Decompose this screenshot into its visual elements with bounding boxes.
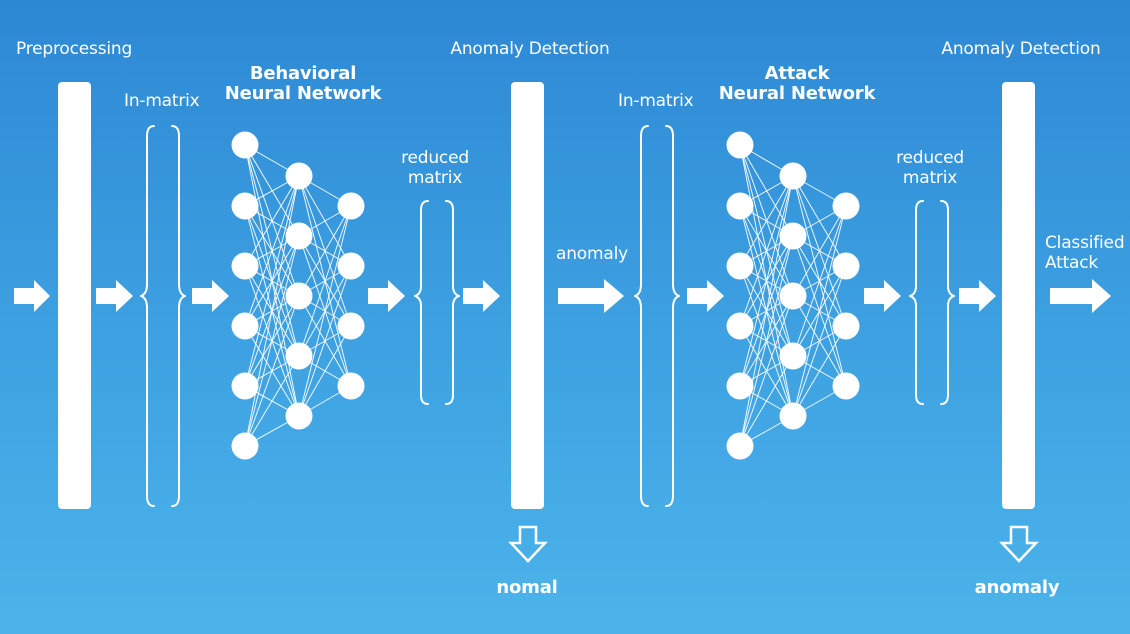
classified-attack-label: Classified Attack [1045, 233, 1125, 273]
nn-node [832, 252, 860, 280]
nn-node [285, 282, 313, 310]
nn-node [337, 372, 365, 400]
nn-node [285, 162, 313, 190]
nn-connection [739, 235, 794, 447]
nn-node [285, 402, 313, 430]
arrow-to-behavioral-nn [192, 280, 229, 312]
anomaly-detection-label-1: Anomaly Detection [450, 39, 610, 59]
attack-neural-network [726, 131, 860, 460]
preprocessing-label: Preprocessing [16, 39, 133, 59]
arrow-to-detection-2 [959, 280, 996, 312]
nn-connection [244, 355, 300, 447]
nn-connection [244, 235, 300, 447]
nn-node [779, 222, 807, 250]
nn-node [832, 192, 860, 220]
arrow-to-reduced-2 [864, 280, 901, 312]
nn-node [337, 192, 365, 220]
reduced-matrix-label-1: reduced matrix [401, 148, 469, 188]
in-matrix-label-1: In-matrix [124, 91, 200, 111]
nn-connection [298, 205, 352, 297]
reduced-matrix-label-1-line1: reduced [401, 148, 469, 168]
arrow-input-1 [14, 280, 50, 312]
nn-connection [739, 175, 794, 387]
nn-connection [298, 205, 352, 357]
nn-node [779, 402, 807, 430]
nn-node [779, 162, 807, 190]
nn-connection [792, 205, 847, 357]
arrow-classified-attack [1050, 279, 1111, 313]
nn-connection [739, 295, 794, 447]
anomaly-detection-bar-2 [1002, 82, 1035, 509]
nn-connection [739, 355, 794, 447]
in-matrix-label-2: In-matrix [618, 91, 694, 111]
anomaly-detection-bar-1 [511, 82, 544, 509]
attack-nn-title-line2: Neural Network [718, 83, 876, 104]
nn-node [726, 372, 754, 400]
nn-node [231, 252, 259, 280]
nn-node [832, 372, 860, 400]
anomaly-output-label: anomaly [974, 577, 1060, 598]
behavioral-neural-network [231, 131, 365, 460]
attack-nn-title: Attack Neural Network [718, 63, 876, 104]
nn-node [726, 432, 754, 460]
nn-node [726, 312, 754, 340]
reduced-matrix-label-1-line2: matrix [407, 168, 463, 188]
nn-connection [244, 175, 300, 327]
nn-connection [792, 325, 847, 417]
nn-connection [792, 205, 847, 297]
arrow-to-reduced-1 [368, 280, 405, 312]
behavioral-nn-title-line2: Neural Network [224, 83, 382, 104]
nn-node [285, 222, 313, 250]
nn-node [726, 252, 754, 280]
behavioral-nn-title-line1: Behavioral [249, 63, 357, 84]
nn-connection [792, 205, 847, 417]
nn-connection [792, 265, 847, 417]
nn-node [726, 131, 754, 159]
reduced-matrix-label-2-line1: reduced [896, 148, 964, 168]
classified-attack-label-line1: Classified [1045, 233, 1125, 253]
nn-connection [244, 295, 300, 447]
down-arrow-anomaly [999, 525, 1039, 563]
preprocessing-bar [58, 82, 91, 509]
nn-node [231, 372, 259, 400]
reduced-matrix-label-2: reduced matrix [896, 148, 964, 188]
reduced-matrix-brace-2 [909, 200, 955, 405]
attack-nn-title-line1: Attack [764, 63, 830, 84]
nn-node [231, 192, 259, 220]
nn-node [231, 312, 259, 340]
anomaly-arrow-label: anomaly [556, 244, 628, 264]
nn-connection [739, 175, 794, 447]
nn-connection [244, 175, 300, 447]
nn-connection [298, 265, 352, 417]
arrow-to-inmatrix-1 [96, 280, 133, 312]
arrow-to-attack-nn [687, 280, 724, 312]
nn-connection [244, 175, 300, 387]
arrow-to-detection-1 [463, 280, 500, 312]
nn-node [779, 282, 807, 310]
nn-node [231, 131, 259, 159]
in-matrix-brace-2 [634, 125, 680, 507]
reduced-matrix-label-2-line2: matrix [902, 168, 958, 188]
nn-node [832, 312, 860, 340]
nn-connection [739, 175, 794, 327]
nn-node [779, 342, 807, 370]
classified-attack-label-line2: Attack [1045, 253, 1099, 273]
anomaly-detection-label-2: Anomaly Detection [941, 39, 1101, 59]
nn-connection [244, 175, 300, 267]
in-matrix-brace-1 [140, 125, 186, 507]
nn-connection [298, 205, 352, 417]
reduced-matrix-brace-1 [414, 200, 460, 405]
arrow-anomaly [558, 279, 624, 313]
nn-node [285, 342, 313, 370]
behavioral-nn-title: Behavioral Neural Network [224, 63, 382, 104]
down-arrow-normal [508, 525, 548, 563]
nn-connection [739, 175, 794, 267]
nn-node [337, 252, 365, 280]
nn-connection [298, 325, 352, 417]
nn-node [337, 312, 365, 340]
normal-output-label: nomal [496, 577, 558, 598]
nn-node [726, 192, 754, 220]
nn-node [231, 432, 259, 460]
